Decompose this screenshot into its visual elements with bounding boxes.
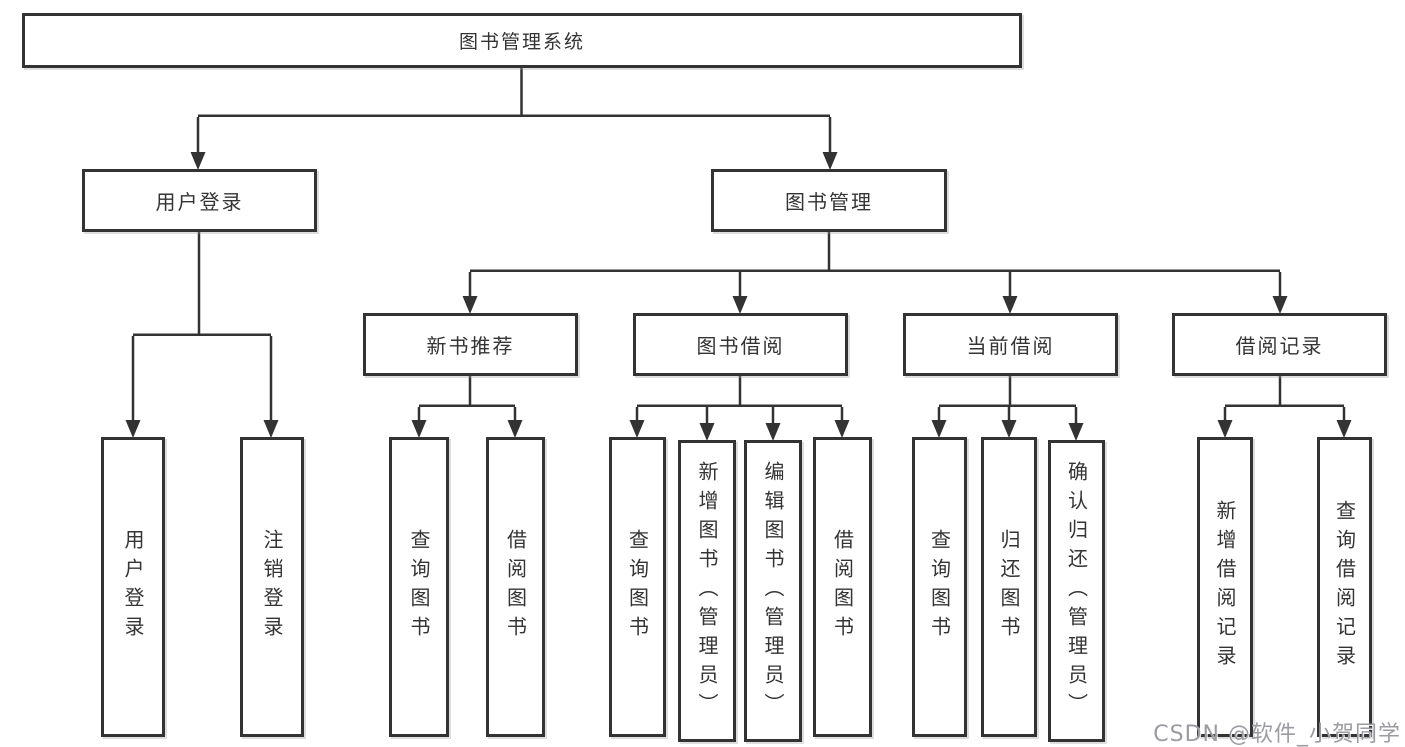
- leaf-query-books-current-label: 查询图书: [927, 529, 952, 645]
- leaf-add-books-admin-label: 新增图书（管理员）: [695, 460, 719, 722]
- leaf-add-borrow-record-label: 新增借阅记录: [1213, 500, 1237, 674]
- node-borrow-records-label: 借阅记录: [1235, 334, 1324, 358]
- node-user-login: 用户登录: [82, 169, 317, 232]
- arrowheads: [125, 152, 1352, 441]
- leaf-borrow-books-recommend-label: 借阅图书: [503, 529, 528, 645]
- leaf-query-books-current: 查询图书: [912, 437, 967, 737]
- leaf-query-books-borrow: 查询图书: [609, 437, 666, 737]
- node-new-book-recommend-label: 新书推荐: [426, 334, 515, 358]
- leaf-edit-books-admin-label: 编辑图书（管理员）: [761, 460, 785, 722]
- node-current-borrow-label: 当前借阅: [966, 334, 1055, 358]
- node-root: 图书管理系统: [22, 13, 1022, 68]
- leaf-user-login: 用户登录: [101, 437, 165, 737]
- leaf-logout: 注销登录: [240, 437, 304, 737]
- leaf-confirm-return-admin-label: 确认归还（管理员）: [1064, 460, 1089, 722]
- leaf-return-books-label: 归还图书: [997, 529, 1021, 645]
- node-current-borrow: 当前借阅: [903, 313, 1118, 376]
- connector-segments: [131, 68, 1346, 424]
- leaf-logout-label: 注销登录: [260, 529, 284, 645]
- leaf-borrow-books-borrow-label: 借阅图书: [830, 529, 855, 645]
- leaf-query-borrow-record-label: 查询借阅记录: [1332, 500, 1357, 674]
- node-book-management: 图书管理: [711, 169, 947, 232]
- leaf-query-books-recommend: 查询图书: [389, 437, 449, 737]
- node-root-label: 图书管理系统: [458, 31, 585, 53]
- leaf-query-books-recommend-label: 查询图书: [407, 529, 431, 645]
- node-book-borrow: 图书借阅: [633, 313, 848, 376]
- leaf-return-books: 归还图书: [981, 437, 1037, 737]
- node-user-login-label: 用户登录: [155, 190, 244, 214]
- leaf-borrow-books-recommend: 借阅图书: [486, 437, 545, 737]
- leaf-user-login-label: 用户登录: [121, 529, 145, 645]
- node-book-borrow-label: 图书借阅: [696, 334, 785, 358]
- leaf-borrow-books-borrow: 借阅图书: [813, 437, 872, 737]
- leaf-add-borrow-record: 新增借阅记录: [1197, 437, 1253, 737]
- leaf-query-books-borrow-label: 查询图书: [625, 529, 650, 645]
- leaf-query-borrow-record: 查询借阅记录: [1317, 437, 1372, 737]
- csdn-watermark: CSDN @软件_小贺同学: [1153, 722, 1401, 747]
- node-book-management-label: 图书管理: [785, 190, 873, 214]
- node-new-book-recommend: 新书推荐: [363, 313, 578, 376]
- leaf-confirm-return-admin: 确认归还（管理员）: [1048, 440, 1105, 742]
- leaf-add-books-admin: 新增图书（管理员）: [678, 440, 736, 742]
- leaf-edit-books-admin: 编辑图书（管理员）: [744, 440, 802, 742]
- node-borrow-records: 借阅记录: [1172, 313, 1387, 376]
